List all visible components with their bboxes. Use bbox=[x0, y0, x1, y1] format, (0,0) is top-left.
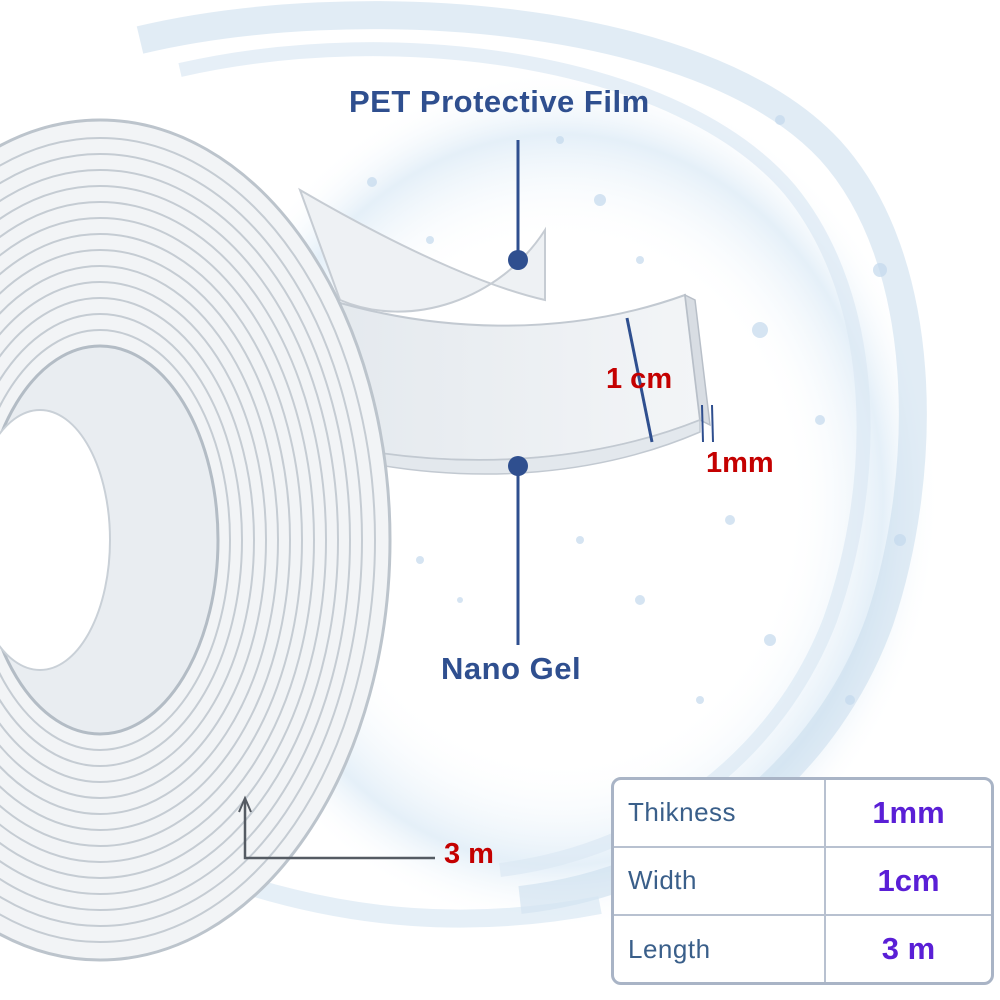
spec-name: Thikness bbox=[614, 780, 826, 848]
spec-table: Thikness 1mm Width 1cm Length 3 m bbox=[611, 777, 994, 985]
nano-gel-callout: Nano Gel bbox=[441, 651, 582, 686]
thickness-measure-label: 1mm bbox=[706, 447, 774, 479]
measure-markers bbox=[238, 317, 714, 860]
spec-row-length: Length 3 m bbox=[614, 914, 991, 982]
spec-value: 1mm bbox=[824, 780, 991, 848]
spec-value: 3 m bbox=[824, 914, 991, 982]
spec-name: Width bbox=[614, 845, 826, 917]
length-measure-label: 3 m bbox=[444, 838, 494, 870]
spec-row-thickness: Thikness 1mm bbox=[614, 780, 991, 848]
spec-row-width: Width 1cm bbox=[614, 845, 991, 917]
spec-name: Length bbox=[614, 914, 826, 982]
spec-value: 1cm bbox=[824, 845, 991, 917]
pet-film-callout: PET Protective Film bbox=[349, 84, 650, 119]
tape-roll bbox=[0, 118, 392, 962]
callout-lines bbox=[508, 140, 528, 645]
tape-strip bbox=[298, 187, 711, 475]
width-measure-label: 1 cm bbox=[606, 363, 673, 395]
